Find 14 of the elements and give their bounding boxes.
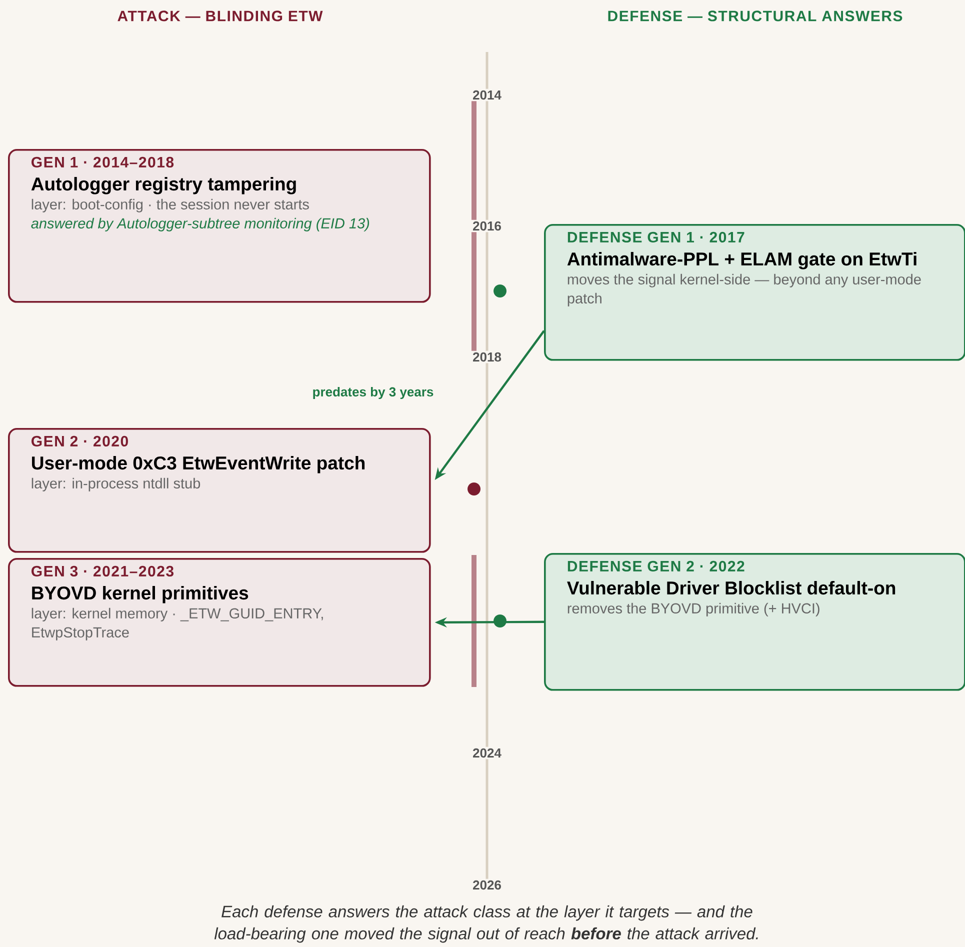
- event-card: GEN 3 · 2021–2023 BYOVD kernel primitives layer: kernel memory · _ETW_GUID_ENTRY, EtwpStopTrace: [8, 558, 431, 687]
- year-label: 2018: [471, 350, 503, 364]
- event-card: DEFENSE GEN 1 · 2017 Antimalware-PPL + ELAM gate on EtwTi moves the signal kernel-side — beyond any user-mode patch: [544, 224, 965, 361]
- year-label: 2014: [471, 88, 503, 102]
- column-heading: ATTACK — BLINDING ETW: [118, 10, 323, 22]
- year-label: 2024: [471, 746, 503, 760]
- event-card: GEN 2 · 2020 User-mode 0xC3 EtwEventWrite patch layer: in-process ntdll stub: [8, 428, 431, 553]
- column-heading: DEFENSE — STRUCTURAL ANSWERS: [608, 10, 902, 22]
- event-card: GEN 1 · 2014–2018 Autologger registry tampering layer: boot-config · the session never starts answered by Autologger-subtree monitoring (EID 13): [8, 149, 431, 303]
- year-label: 2026: [471, 878, 503, 892]
- event-card: DEFENSE GEN 2 · 2022 Vulnerable Driver Blocklist default-on removes the BYOVD primitive (+ HVCI): [544, 553, 965, 691]
- edge-label: predates by 3 years: [313, 386, 434, 400]
- caption: Each defense answers the attack class at the layer it targets — and the load-bearing one moved the signal out of reach before the attack arrived.: [214, 905, 758, 943]
- year-label: 2016: [471, 220, 503, 232]
